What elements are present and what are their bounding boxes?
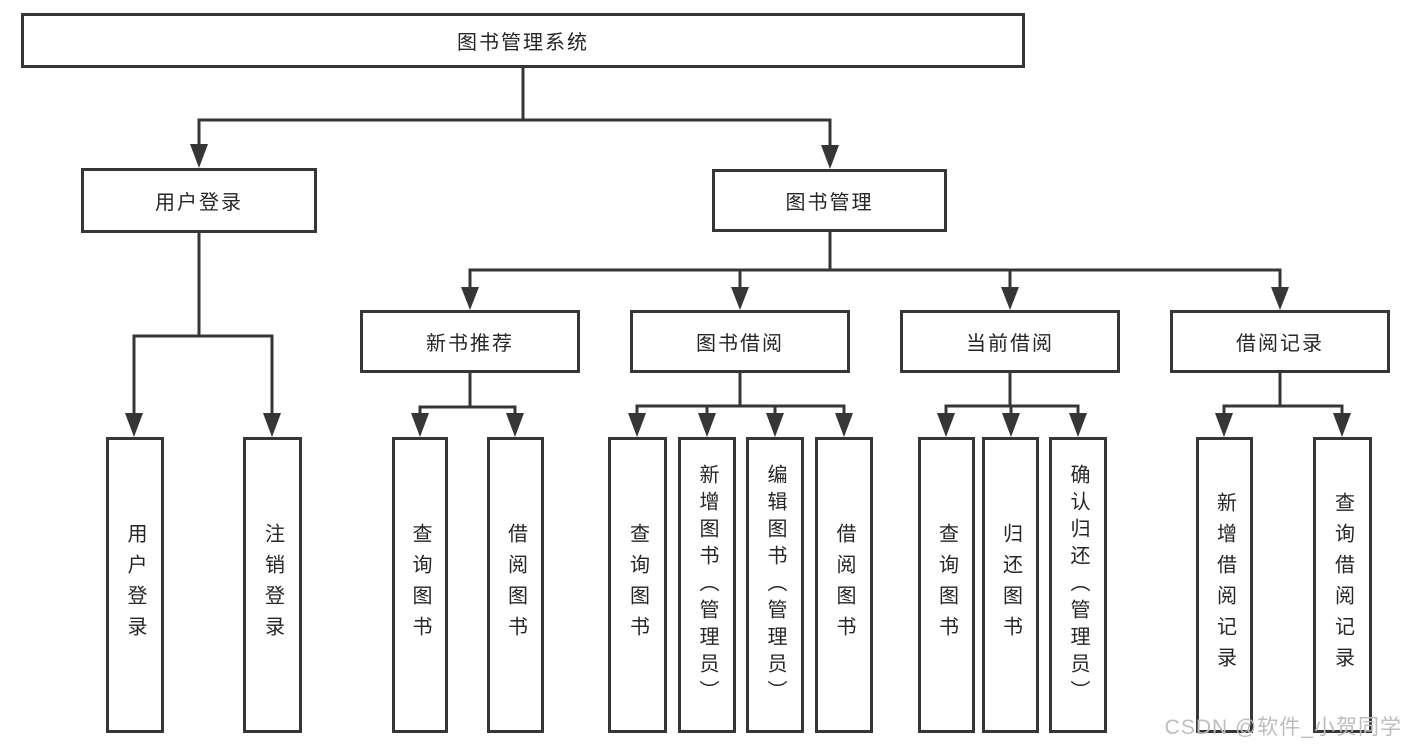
leaf-label: 用户登录 (124, 523, 146, 647)
node-label: 图书管理系统 (457, 32, 589, 54)
leaf-current-return-books: 归还图书 (982, 437, 1039, 733)
leaf-borrowing-borrow-books: 借阅图书 (815, 437, 873, 733)
leaf-label: 借阅图书 (833, 523, 855, 647)
leaf-current-query-books: 查询图书 (918, 437, 975, 733)
node-label: 用户登录 (155, 192, 243, 214)
node-new-book-recommendation: 新书推荐 (360, 310, 580, 373)
leaf-recommend-query-books: 查询图书 (392, 437, 448, 733)
node-borrowing-records: 借阅记录 (1170, 310, 1390, 373)
node-book-borrowing: 图书借阅 (630, 310, 850, 373)
leaf-recommend-borrow-books: 借阅图书 (487, 437, 544, 733)
leaf-label: 借阅图书 (504, 523, 527, 647)
leaf-borrowing-query-books: 查询图书 (608, 437, 667, 733)
leaf-label: 注销登录 (261, 523, 284, 647)
leaf-label: 查询图书 (935, 523, 958, 647)
leaf-borrowing-edit-books-admin: 编辑图书（管理员） (746, 437, 804, 733)
leaf-current-confirm-return-admin: 确认归还（管理员） (1049, 437, 1107, 733)
leaf-label: 确认归还（管理员） (1067, 463, 1089, 707)
leaf-label: 新增借阅记录 (1213, 492, 1236, 678)
leaf-borrowing-add-books-admin: 新增图书（管理员） (678, 437, 736, 733)
node-current-borrowing: 当前借阅 (900, 310, 1120, 373)
csdn-watermark: CSDN @软件_小贺同学 (1164, 716, 1402, 739)
leaf-records-add-borrow-record: 新增借阅记录 (1196, 437, 1253, 733)
node-label: 图书借阅 (696, 333, 784, 355)
leaf-records-query-borrow-record: 查询借阅记录 (1313, 437, 1372, 733)
node-library-management-system: 图书管理系统 (21, 13, 1025, 68)
node-label: 图书管理 (785, 192, 874, 214)
leaf-label: 查询图书 (626, 523, 649, 647)
leaf-logout: 注销登录 (243, 437, 302, 733)
leaf-label: 归还图书 (999, 523, 1022, 647)
node-label: 借阅记录 (1236, 333, 1324, 355)
node-book-management-branch: 图书管理 (712, 169, 947, 232)
leaf-label: 编辑图书（管理员） (764, 463, 786, 707)
arrowhead-group (125, 144, 1351, 437)
leaf-label: 查询借阅记录 (1331, 492, 1354, 678)
node-label: 新书推荐 (426, 333, 514, 355)
leaf-user-login: 用户登录 (106, 437, 164, 733)
node-label: 当前借阅 (966, 333, 1054, 355)
leaf-label: 新增图书（管理员） (696, 463, 718, 707)
leaf-label: 查询图书 (409, 523, 431, 647)
node-user-login-branch: 用户登录 (81, 168, 317, 233)
